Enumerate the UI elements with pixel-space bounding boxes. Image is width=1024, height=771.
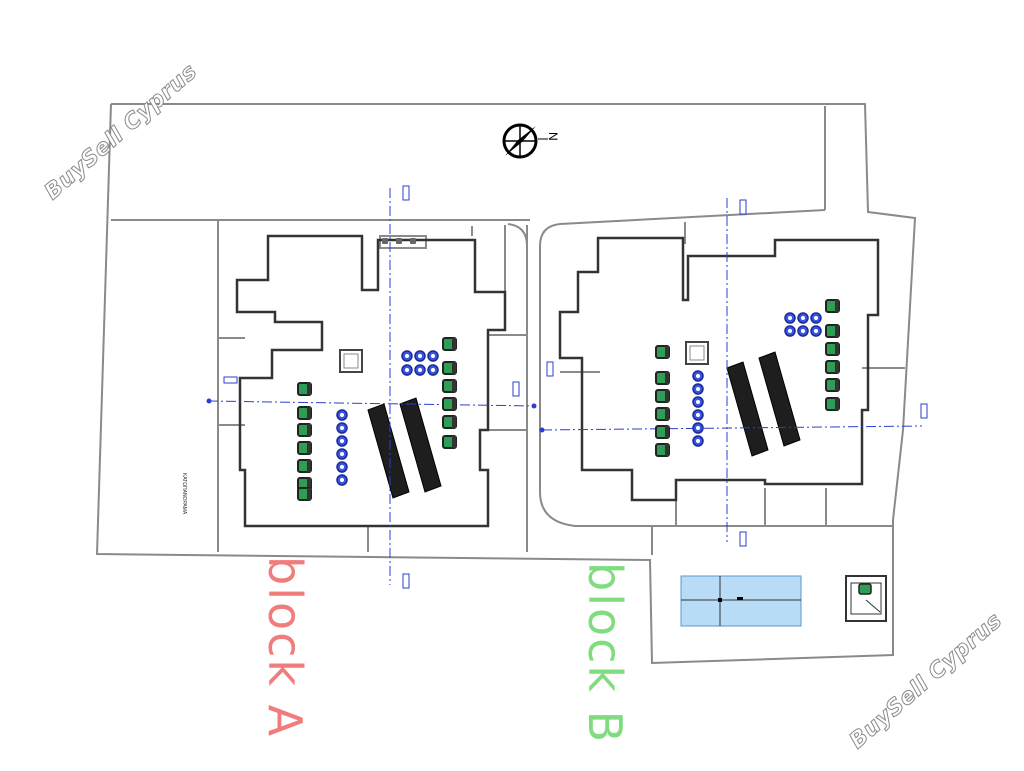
block-b-label: block B: [578, 562, 632, 745]
round-table-center: [340, 413, 344, 417]
round-table-center: [696, 426, 700, 430]
seats-block-a-left: [297, 382, 312, 501]
round-table-center: [405, 368, 409, 372]
site-boundary: [95, 103, 917, 665]
round-table-center: [431, 368, 435, 372]
lounge-seat-back: [835, 343, 839, 355]
lounge-seat-back: [665, 444, 669, 456]
block-a-building-outline: [235, 234, 507, 528]
round-table-center: [788, 329, 792, 333]
swimming-pool: [680, 575, 802, 627]
lounge-seat-back: [307, 383, 311, 395]
entry-steps-icons: [382, 238, 416, 244]
lounge-seat-back: [665, 390, 669, 402]
solar-panels-block-a: [367, 397, 442, 499]
block-a-label: block A: [258, 556, 312, 739]
section-lines: [207, 188, 923, 585]
lounge-seat-back: [307, 488, 311, 500]
street-label: ΚΑΤΩΠΑΝΟΡΑΜΑ: [181, 473, 187, 515]
lounge-seat-back: [835, 300, 839, 312]
round-table-center: [431, 354, 435, 358]
solar-panels-block-b: [726, 351, 801, 457]
seats-block-b-left: [655, 345, 670, 457]
round-table-center: [418, 354, 422, 358]
lounge-seat-back: [452, 380, 456, 392]
north-compass-icon: [502, 123, 548, 159]
round-table-center: [340, 478, 344, 482]
lounge-seat-back: [665, 426, 669, 438]
lounge-seat-back: [307, 424, 311, 436]
lounge-seat-back: [307, 407, 311, 419]
round-table-center: [696, 374, 700, 378]
round-table-center: [801, 316, 805, 320]
lounge-seat-back: [452, 416, 456, 428]
section-markers: [206, 185, 928, 589]
lounge-seat-back: [835, 398, 839, 410]
round-table-center: [696, 400, 700, 404]
round-table-center: [340, 452, 344, 456]
pool-shower-unit: [845, 575, 887, 622]
round-table-center: [814, 329, 818, 333]
round-table-center: [696, 387, 700, 391]
round-table-center: [696, 439, 700, 443]
round-table-center: [801, 329, 805, 333]
lounge-seat-back: [452, 398, 456, 410]
lounge-seat-back: [307, 478, 311, 490]
lounge-seat-back: [452, 338, 456, 350]
skylight-a: [339, 349, 363, 373]
block-b-building-outline: [558, 236, 880, 502]
lounge-seat-back: [307, 442, 311, 454]
seats-block-b-right: [825, 299, 840, 411]
lounge-seat-back: [452, 436, 456, 448]
round-table-center: [788, 316, 792, 320]
seats-block-a-right: [442, 337, 457, 449]
lounge-seat-back: [835, 379, 839, 391]
compass-north-label: N: [546, 132, 560, 141]
skylight-a-inner: [343, 353, 359, 369]
round-table-center: [418, 368, 422, 372]
round-table-center: [696, 413, 700, 417]
lounge-seat-back: [452, 362, 456, 374]
lounge-seat-back: [665, 372, 669, 384]
lounge-seat-back: [665, 346, 669, 358]
lounge-seat-back: [665, 408, 669, 420]
round-tables: [336, 312, 822, 486]
skylight-b: [685, 341, 709, 365]
round-table-center: [340, 426, 344, 430]
lounge-seat-back: [835, 361, 839, 373]
round-table-center: [340, 439, 344, 443]
skylight-b-inner: [689, 345, 705, 361]
lounge-seat-back: [835, 325, 839, 337]
round-table-center: [340, 465, 344, 469]
round-table-center: [814, 316, 818, 320]
lounge-seat-back: [307, 460, 311, 472]
round-table-center: [405, 354, 409, 358]
